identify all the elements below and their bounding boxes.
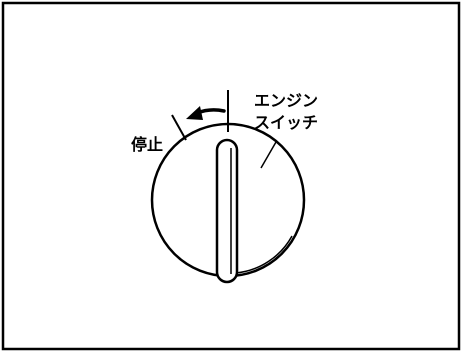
engine-switch-label-line2: スイッチ bbox=[254, 113, 318, 132]
position-tick-stop bbox=[171, 114, 187, 141]
stop-label: 停止 bbox=[131, 135, 163, 154]
label-leader-line bbox=[260, 141, 277, 169]
engine-switch-label-line1: エンジン bbox=[254, 91, 318, 110]
rotation-arrow-icon bbox=[186, 106, 226, 120]
knob-grip bbox=[215, 138, 239, 284]
knob-rim-shade bbox=[235, 235, 293, 274]
